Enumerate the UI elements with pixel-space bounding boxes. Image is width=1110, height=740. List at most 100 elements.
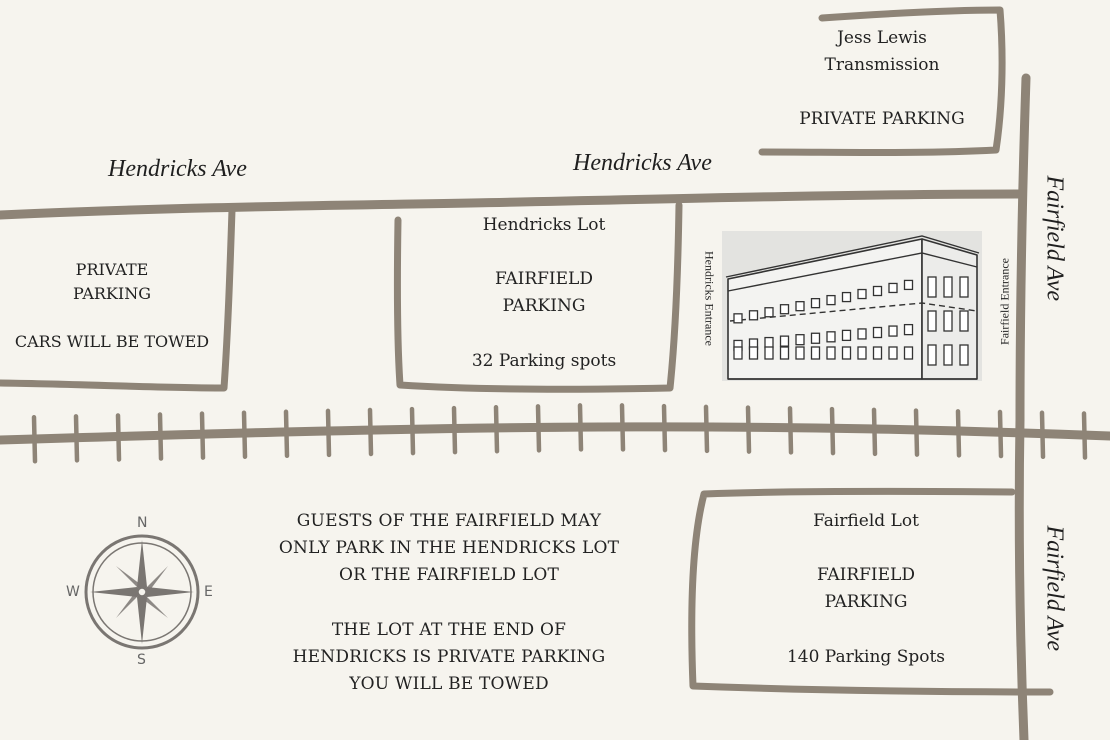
hendricks-ave-label-right: Hendricks Ave (573, 150, 712, 176)
notice-p2-line1: THE LOT AT THE END OF (331, 620, 567, 640)
jess-lewis-line2: Transmission (824, 55, 940, 75)
fairfield-ave-label-lower: Fairfield Ave (1041, 525, 1068, 652)
building-window (764, 307, 774, 318)
compass-north: N (137, 515, 148, 531)
building-window (748, 310, 759, 321)
building-window (943, 344, 953, 366)
building-window (872, 326, 883, 339)
railroad-tie (493, 405, 500, 454)
building-window (764, 346, 774, 360)
building-window (872, 285, 883, 297)
building-window (779, 346, 790, 360)
hendricks-lot-outline (393, 201, 683, 393)
fairfield-entrance-label: Fairfield Entrance (997, 258, 1012, 345)
jess-lewis-line1: Jess Lewis (837, 28, 927, 48)
building-window (959, 276, 969, 298)
railroad-tie (115, 413, 122, 462)
private-left-line2: PARKING (73, 284, 151, 303)
private-left-lot-outline (0, 206, 236, 392)
fairfield-lot-title: Fairfield Lot (813, 511, 919, 531)
railroad-tie (367, 407, 374, 457)
building-window (927, 276, 937, 298)
railroad-tie (157, 412, 164, 461)
railroad-tie (619, 403, 626, 452)
railroad-tie (73, 414, 80, 463)
railroad-tie (577, 403, 584, 452)
building-window (748, 346, 759, 360)
notice-p2-line3: YOU WILL BE TOWED (349, 674, 549, 694)
railroad-tie (199, 411, 206, 460)
building-window (872, 346, 883, 360)
railroad-tie (1081, 411, 1088, 460)
hendricks-lot-line1: FAIRFIELD (495, 269, 593, 289)
compass-south: S (137, 652, 146, 668)
building-window (826, 294, 836, 306)
building-window (959, 344, 969, 366)
railroad-tie (913, 408, 920, 457)
railroad-tie (31, 415, 38, 464)
railroad-tie (1039, 410, 1046, 460)
fairfield-lot-line1: FAIRFIELD (817, 565, 915, 585)
building-window (779, 304, 790, 315)
notice-p2-line2: HENDRICKS IS PRIVATE PARKING (292, 647, 606, 667)
hendricks-lot-spots: 32 Parking spots (471, 351, 617, 371)
railroad-tie (787, 406, 794, 455)
guest-parking-notice: GUESTS OF THE FAIRFIELD MAY ONLY PARK IN… (250, 508, 648, 589)
building-window (810, 346, 821, 360)
railroad-tie (451, 405, 458, 455)
building-window (903, 346, 914, 360)
hotel-building-icon (722, 231, 982, 381)
building-window (943, 276, 953, 298)
building-window (810, 297, 821, 309)
building-window (927, 344, 937, 366)
jess-lewis-private-parking: PRIVATE PARKING (799, 109, 965, 129)
building-window (943, 310, 953, 332)
building-window (795, 301, 805, 312)
railroad-tie (871, 407, 878, 457)
building-window (733, 346, 743, 360)
compass-west: W (66, 584, 80, 600)
building-window (857, 346, 867, 360)
building-window (903, 279, 914, 291)
railroad-tie (325, 408, 332, 458)
building-window (733, 313, 743, 324)
building-window (841, 329, 852, 342)
building-window (795, 334, 805, 346)
building-window (841, 346, 852, 360)
building-window (888, 325, 898, 337)
building-window (888, 282, 898, 294)
private-left-line1: PRIVATE (75, 260, 149, 279)
building-window (810, 332, 821, 344)
building-window (959, 310, 969, 332)
railroad-tie (283, 409, 290, 459)
railroad-tie (661, 403, 668, 453)
building-window (795, 346, 805, 360)
fairfield-lot-parking-label: FAIRFIELD PARKING (726, 562, 1006, 616)
railroad-tie (955, 409, 962, 458)
building-window (779, 335, 790, 347)
building-window (857, 288, 867, 300)
fairfield-ave-road (1014, 73, 1031, 740)
hendricks-ave-road (0, 189, 1025, 220)
building-window (927, 310, 937, 332)
fairfield-lot-spots: 140 Parking Spots (786, 647, 946, 667)
notice-p1-line3: OR THE FAIRFIELD LOT (338, 565, 560, 585)
fairfield-lot-outline (688, 487, 1054, 696)
hendricks-lot-line2: PARKING (502, 296, 586, 316)
hendricks-lot-parking-label: FAIRFIELD PARKING (404, 266, 684, 320)
railroad-tie (409, 406, 416, 456)
compass-east: E (204, 584, 213, 600)
railroad-tie (745, 405, 752, 454)
cars-will-be-towed-label: CARS WILL BE TOWED (14, 332, 210, 351)
building-window (888, 346, 898, 360)
fairfield-lot-line2: PARKING (824, 592, 908, 612)
hendricks-entrance-label: Hendricks Entrance (702, 251, 717, 346)
railroad-tie (703, 404, 710, 454)
building-window (826, 331, 836, 343)
railroad-tie (241, 410, 248, 459)
building-window (857, 328, 867, 340)
building-window (841, 291, 852, 303)
private-left-lot-label: PRIVATE PARKING (0, 258, 224, 306)
